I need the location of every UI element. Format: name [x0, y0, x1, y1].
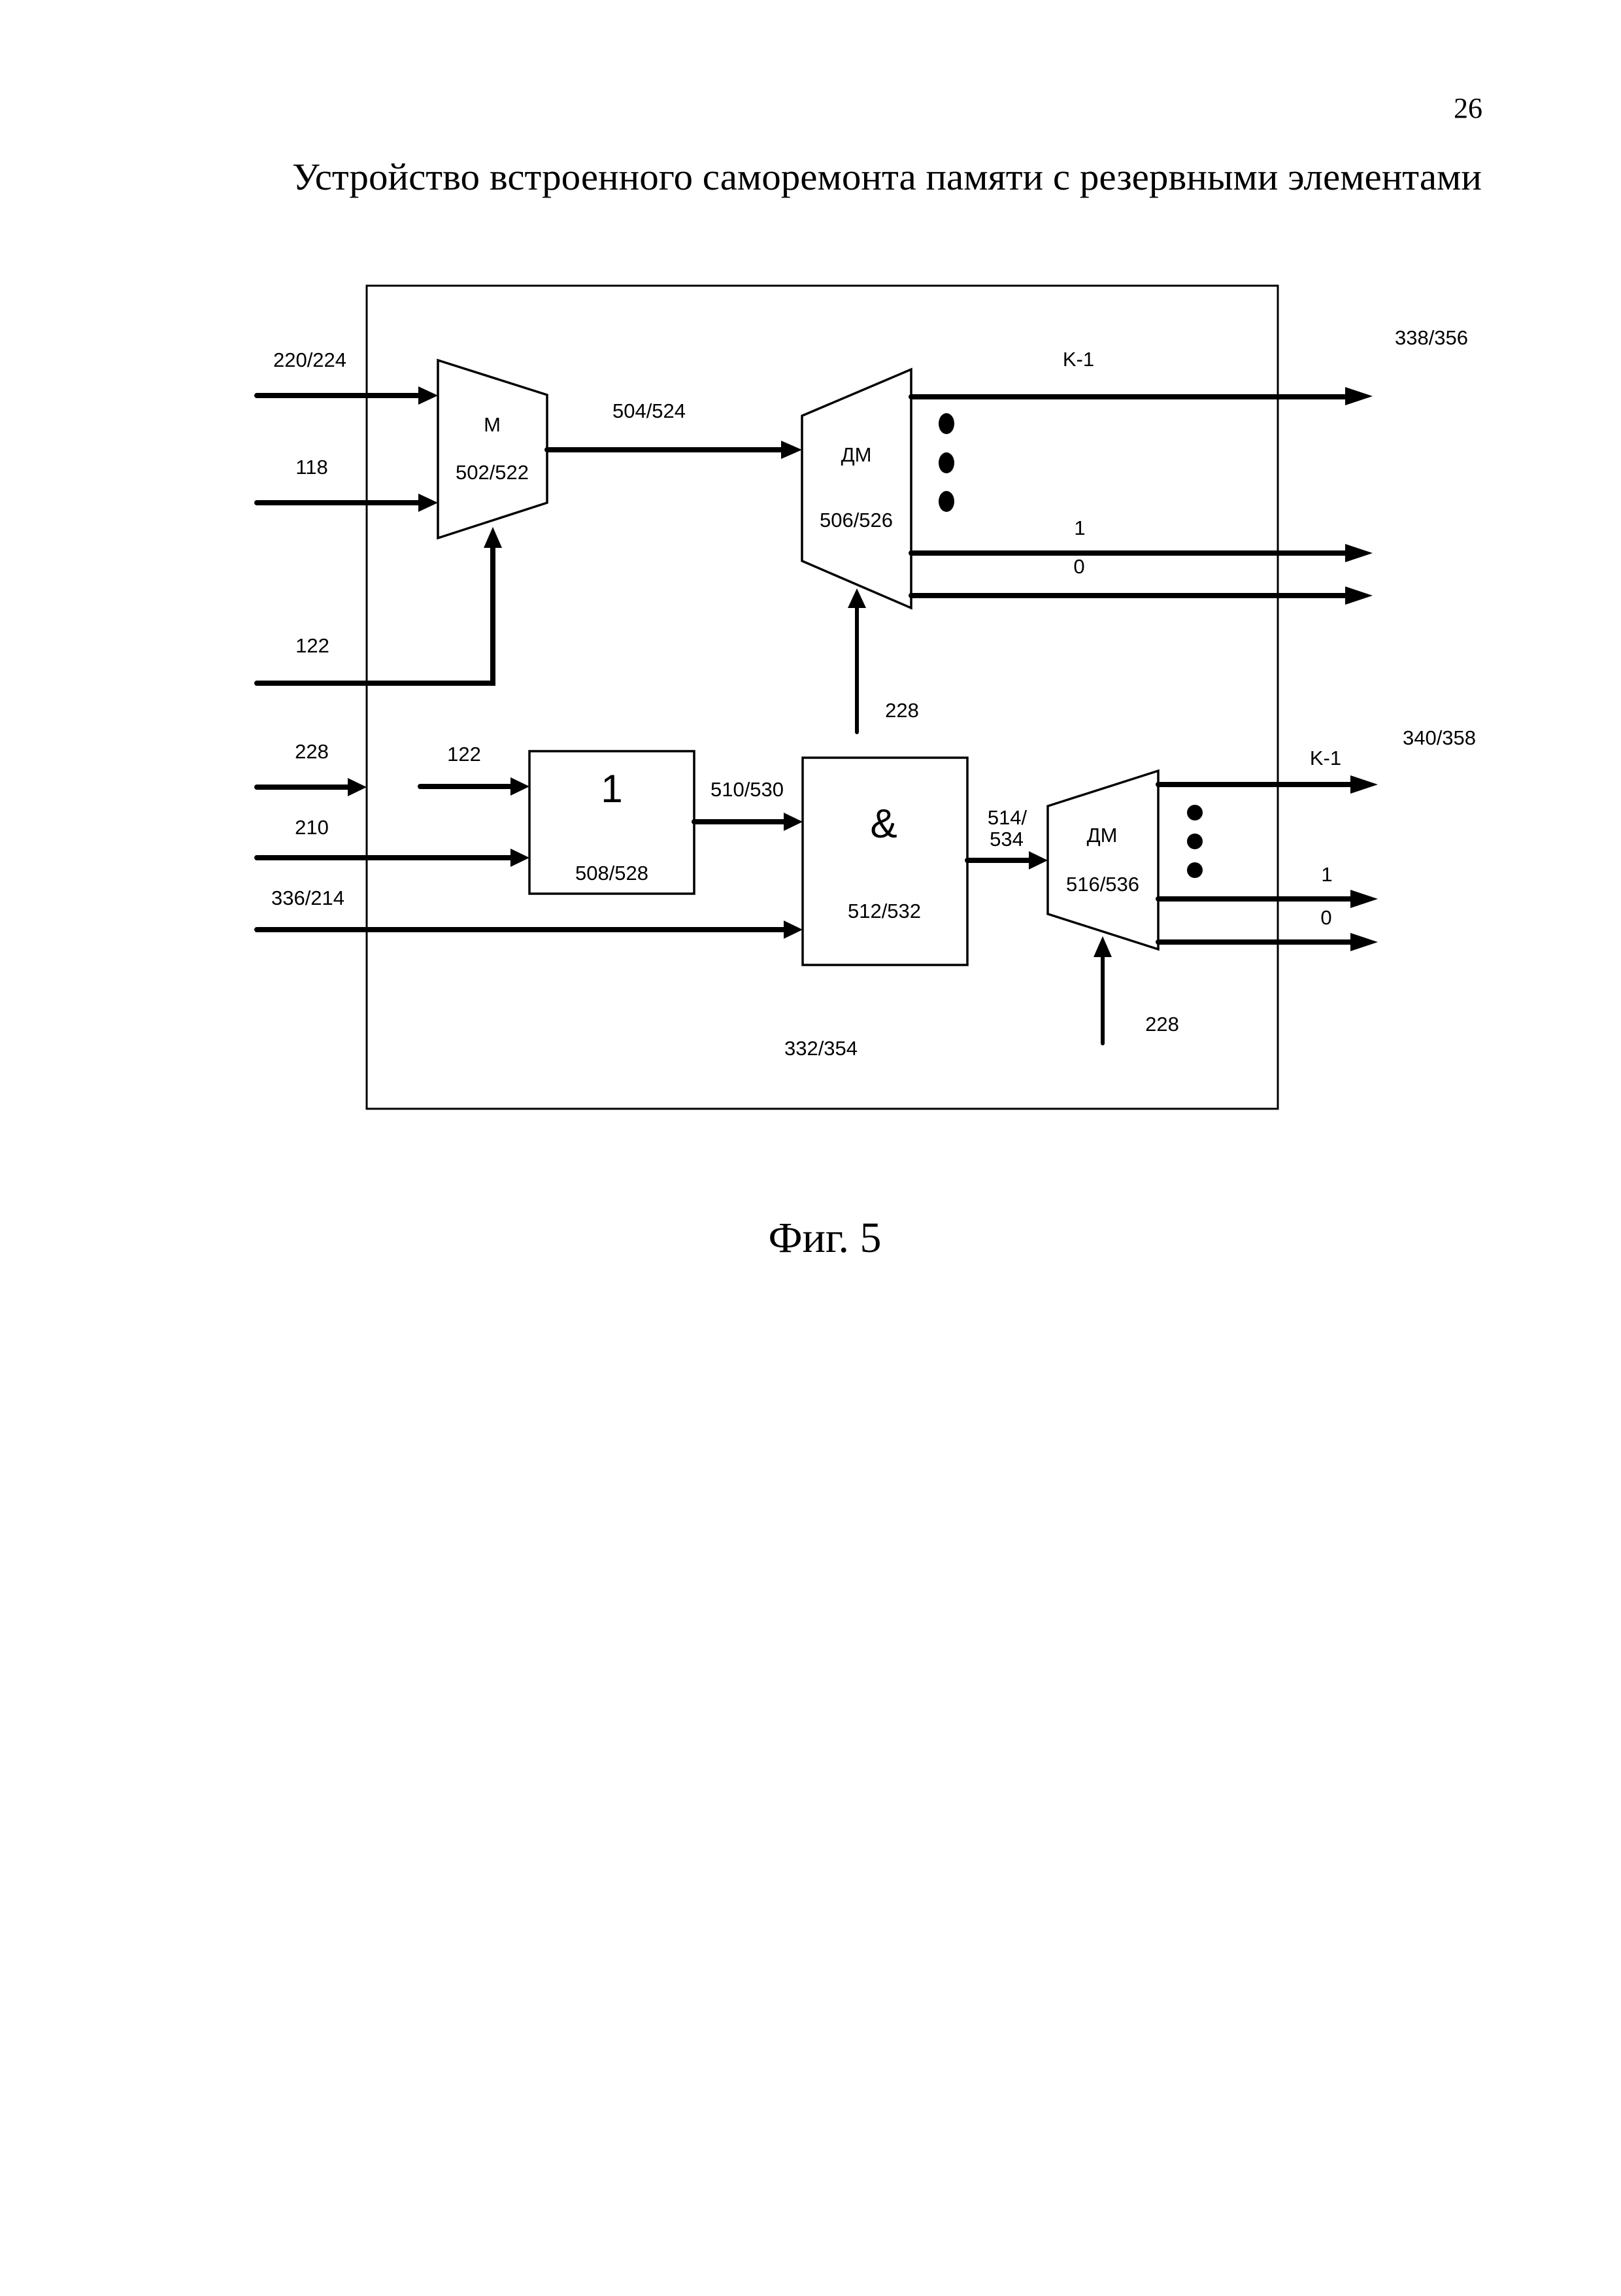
top-section: 220/224 118 122 M 502/522 504/524 ДМ 506…: [257, 326, 1468, 732]
label-340-358: 340/358: [1403, 726, 1476, 749]
label-122-bottom: 122: [447, 743, 481, 766]
or-gate-ref: 508/528: [575, 862, 648, 885]
and-gate-512-532: [803, 758, 967, 965]
dot: [1187, 805, 1203, 820]
dot: [939, 413, 954, 434]
ellipsis-dots-top: [939, 413, 954, 512]
and-gate-ref: 512/532: [848, 900, 921, 922]
dot: [1187, 862, 1203, 878]
label-k-minus-1-top: K-1: [1063, 348, 1094, 371]
input-336-214-arrow: [257, 920, 803, 939]
label-510-530: 510/530: [710, 778, 784, 801]
page-number: 26: [1454, 92, 1482, 124]
output2-k-minus-1-arrow: [1158, 775, 1378, 794]
mux-symbol: M: [484, 413, 501, 436]
and-gate-symbol: &: [870, 802, 897, 847]
label-336-214: 336/214: [271, 886, 344, 909]
demux-control-228-arrow: [848, 588, 866, 732]
input-210-arrow: [257, 849, 529, 867]
input-122-select-arrow: [257, 527, 502, 683]
multiplexer-502-522: [438, 360, 547, 538]
dot: [939, 452, 954, 473]
label-220-224: 220/224: [273, 348, 346, 371]
input-228-arrow: [257, 778, 367, 796]
demux-symbol: ДМ: [841, 443, 872, 466]
demux2-symbol: ДМ: [1087, 824, 1118, 847]
label-k-minus-1-bottom: K-1: [1310, 747, 1341, 769]
figure-caption: Фиг. 5: [768, 1214, 881, 1262]
demultiplexer-506-526: [802, 369, 911, 608]
and-output-514-534-arrow: [967, 851, 1048, 869]
demux2-ref: 516/536: [1066, 873, 1139, 896]
output2-1-arrow: [1158, 890, 1378, 908]
output-0-arrow: [911, 586, 1373, 605]
demultiplexer-516-536: [1048, 771, 1158, 949]
label-228-top-control: 228: [885, 699, 919, 722]
label-122-top: 122: [295, 634, 329, 657]
label-534: 534: [990, 828, 1024, 851]
bottom-section: 228 122 210 336/214 1 508/528 510/530: [257, 726, 1476, 1043]
output-1-arrow: [911, 544, 1373, 562]
label-514: 514/: [988, 806, 1028, 829]
mux-output-504-524-arrow: [547, 441, 802, 459]
input-118-arrow: [257, 494, 438, 512]
ellipsis-dots-bottom: [1187, 805, 1203, 878]
dot: [939, 491, 954, 512]
outer-block-label: 332/354: [784, 1037, 858, 1060]
input-122-or-arrow: [420, 777, 529, 796]
label-1-bottom: 1: [1321, 863, 1332, 886]
output2-0-arrow: [1158, 933, 1378, 951]
or-gate-symbol: 1: [601, 767, 622, 811]
label-338-356: 338/356: [1395, 326, 1468, 349]
demux2-control-228-arrow: [1094, 936, 1112, 1043]
label-118: 118: [295, 456, 327, 479]
label-228-bottom: 228: [295, 740, 329, 763]
label-504-524: 504/524: [612, 399, 686, 422]
output-k-minus-1-arrow: [911, 387, 1373, 405]
or-output-510-530-arrow: [694, 813, 803, 831]
label-0-bottom: 0: [1320, 906, 1331, 929]
label-210: 210: [295, 816, 329, 839]
demux-ref: 506/526: [820, 509, 893, 532]
dot: [1187, 834, 1203, 849]
mux-ref: 502/522: [456, 461, 529, 484]
label-0-top: 0: [1073, 555, 1084, 578]
label-1-top: 1: [1074, 516, 1085, 539]
page-title: Устройство встроенного саморемонта памят…: [292, 156, 1482, 198]
input-220-224-arrow: [257, 386, 438, 405]
label-228-bottom-control: 228: [1145, 1013, 1179, 1036]
